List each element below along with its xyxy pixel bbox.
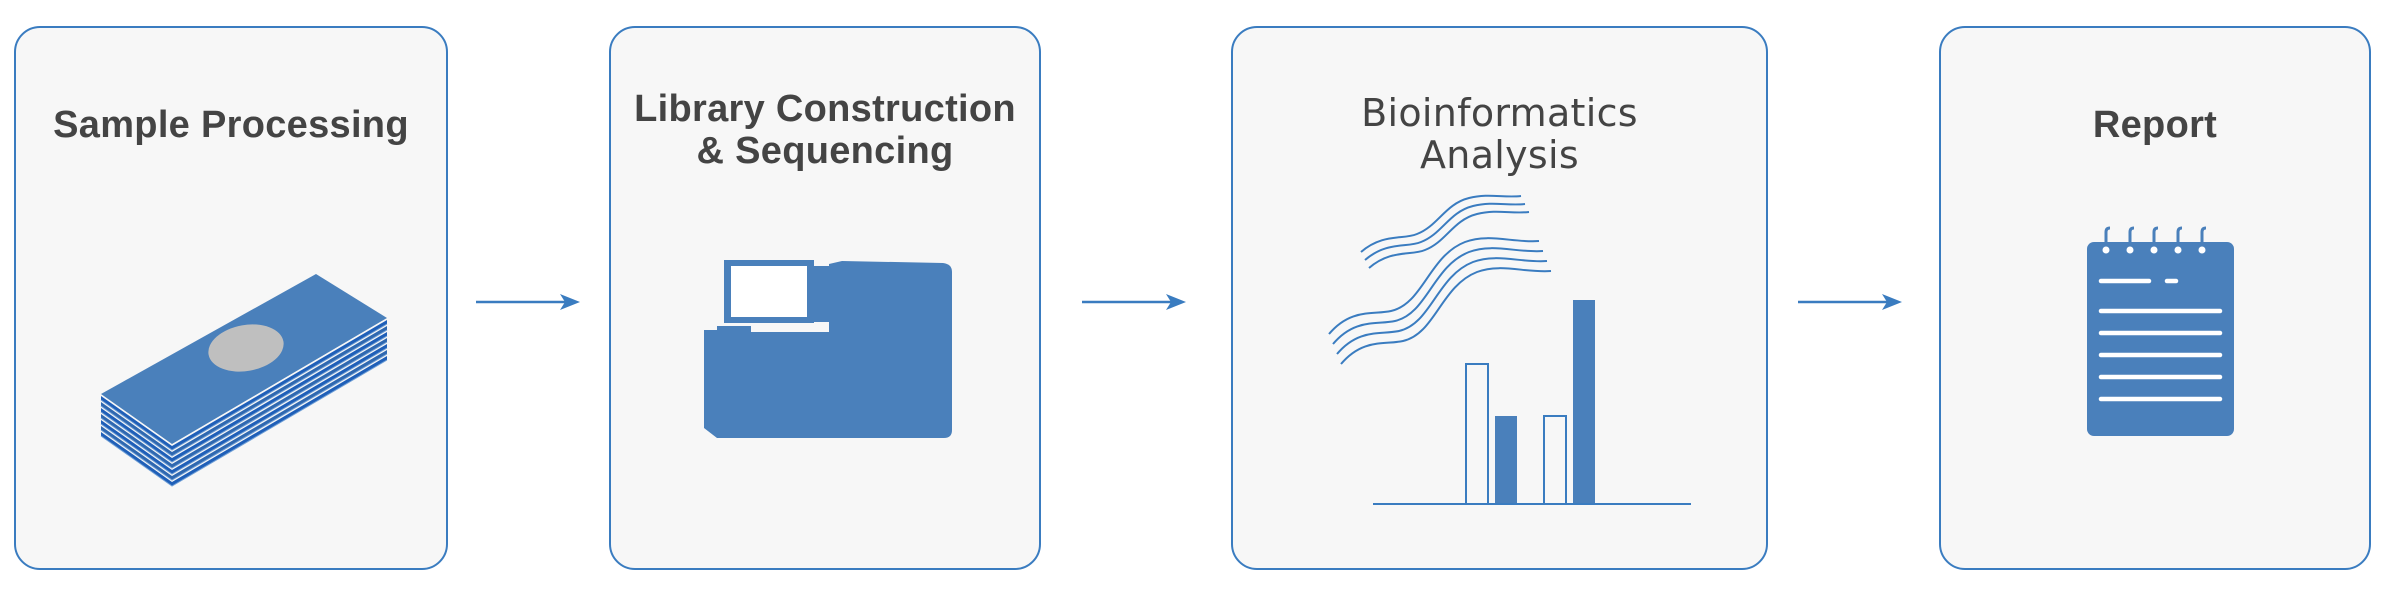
monitor-screen [731, 266, 807, 317]
notepad-ring-holes [2102, 246, 2206, 254]
bar-filled [1573, 300, 1595, 504]
slide-layer-edge [100, 323, 388, 451]
notepad-body [2087, 242, 2234, 436]
bar-outline [1543, 415, 1567, 505]
bar-filled [1495, 416, 1517, 504]
slide-layer-edge [100, 353, 388, 481]
slide-layer-edge [100, 329, 388, 457]
monitor-side [814, 266, 829, 322]
sequencer-tower [829, 261, 952, 438]
notepad-icon [2087, 226, 2234, 436]
sample-spot [208, 324, 284, 372]
step-card-sample-processing: Sample Processing [14, 26, 448, 570]
step-title-line: Report [2092, 104, 2218, 146]
bar-group [1465, 300, 1595, 505]
arrow-icon [476, 294, 580, 310]
step-card-bioinformatics-analysis: Bioinformatics Analysis [1231, 26, 1768, 570]
step-title-line: Library Construction [634, 88, 1016, 130]
step-title: Report [1941, 104, 2369, 146]
sequencer-base [704, 326, 829, 438]
step-card-library-sequencing: Library Construction & Sequencing [609, 26, 1041, 570]
step-card-report: Report [1939, 26, 2371, 570]
step-title-line: & Sequencing [696, 130, 954, 172]
slide-layer-edge [100, 359, 388, 487]
notepad-lines [2098, 278, 2223, 402]
step-title-line: Sample Processing [53, 104, 409, 146]
slide-layers [100, 320, 388, 487]
step-title-line: Analysis [1420, 133, 1579, 177]
slide-stack-icon [100, 274, 388, 487]
step-title-line: Bioinformatics [1361, 91, 1638, 135]
slide-layer-edge [100, 341, 388, 469]
analysis-chart-icon [1328, 194, 1691, 505]
bar-outline [1465, 363, 1489, 505]
step-title: Sample Processing [16, 104, 446, 146]
step-title: Library Construction & Sequencing [611, 88, 1039, 172]
arrow-icon [1798, 294, 1902, 310]
notepad-rings [2104, 226, 2207, 248]
slide-layer-edge [100, 347, 388, 475]
arrow-icon [1082, 294, 1186, 310]
sequencer-icon [704, 260, 952, 438]
slide-layer-edge [100, 335, 388, 463]
step-title: Bioinformatics Analysis [1233, 92, 1766, 176]
signal-waves [1328, 194, 1552, 365]
